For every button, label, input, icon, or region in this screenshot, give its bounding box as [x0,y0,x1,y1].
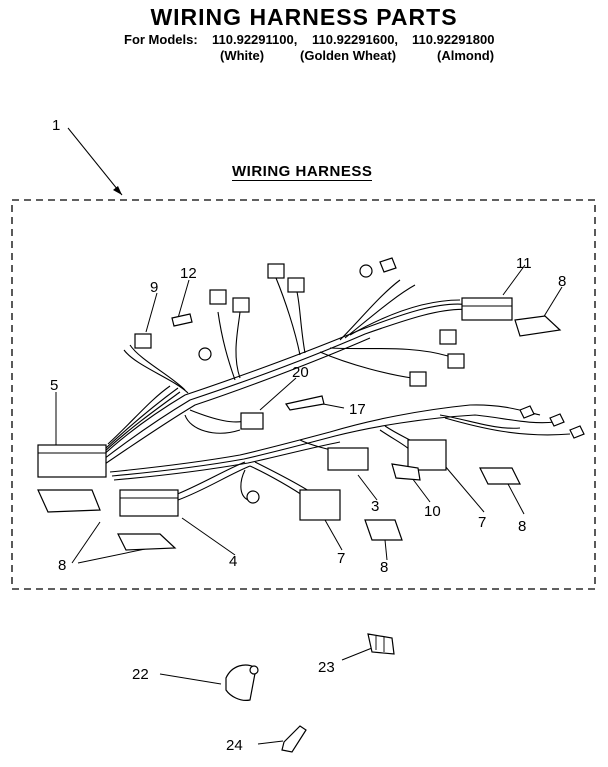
callout-10: 10 [424,503,441,520]
connector-9 [134,333,152,349]
callout-8-left: 8 [58,557,66,574]
model-number: 110.92291100, [212,32,298,47]
model-color: (Golden Wheat) [300,48,397,63]
callout-22: 22 [132,666,149,683]
callout-1: 1 [52,117,60,134]
bracket-8-left [37,489,101,513]
plug-f [447,353,465,369]
plug-c [267,263,285,279]
models-prefix: For Models: [124,32,198,47]
connector-10 [391,463,421,481]
section-title: WIRING HARNESS [232,163,373,181]
callout-12: 12 [180,265,197,282]
terminal-end-b [549,413,565,427]
terminal-12 [171,313,193,327]
callout-4: 4 [229,553,237,570]
harness-parts [37,257,585,551]
part-24-terminal [281,725,307,753]
part-22-clip [225,664,257,701]
callout-7-right: 7 [478,514,486,531]
ring-terminal-b [359,264,373,278]
ring-terminal-a [198,347,212,361]
harness-wires [99,277,571,501]
callout-11: 11 [516,255,532,272]
connector-3 [327,447,369,471]
callout-8-right: 8 [518,518,526,535]
part-23-connector [367,633,395,655]
connector-5 [37,444,107,478]
callout-3: 3 [371,498,379,515]
connector-4 [119,489,179,517]
callout-23: 23 [318,659,335,676]
plug-e [439,329,457,345]
connector-20 [240,412,264,430]
bracket-8-right [479,467,521,485]
terminal-end-a [519,405,535,419]
harness-boundary [11,199,596,590]
plug-d [287,277,305,293]
connector-7-left [299,489,341,521]
callout-20: 20 [292,364,309,381]
callout-7-left: 7 [337,550,345,567]
page-title: WIRING HARNESS PARTS [150,4,458,30]
terminal-17 [285,395,325,411]
callout-24: 24 [226,737,243,754]
connector-11 [461,297,513,321]
bracket-8-center [364,519,403,541]
model-color: (Almond) [437,48,495,63]
callout-8-top: 8 [558,273,566,290]
bracket-8-top-right [514,315,562,337]
terminal-end-c [569,425,585,439]
bracket-8-bottom [117,533,177,551]
model-number: 110.92291600, [312,32,399,47]
plug-a [209,289,227,305]
plug-b [232,297,250,313]
plug-g [409,371,427,387]
callout-17: 17 [349,401,366,418]
callout-5: 5 [50,377,58,394]
loose-parts [225,633,395,753]
callout-numbers: 1 3 4 5 7 7 8 8 8 8 9 10 11 12 17 20 22 … [50,117,566,754]
terminal-end-d [379,257,397,273]
model-color: (White) [220,48,265,63]
model-number: 110.92291800 [412,32,495,47]
leader-lines [55,127,563,745]
callout-9: 9 [150,279,158,296]
ring-terminal-c [246,490,260,504]
connector-7-right [407,439,447,471]
callout-8-center: 8 [380,559,388,576]
